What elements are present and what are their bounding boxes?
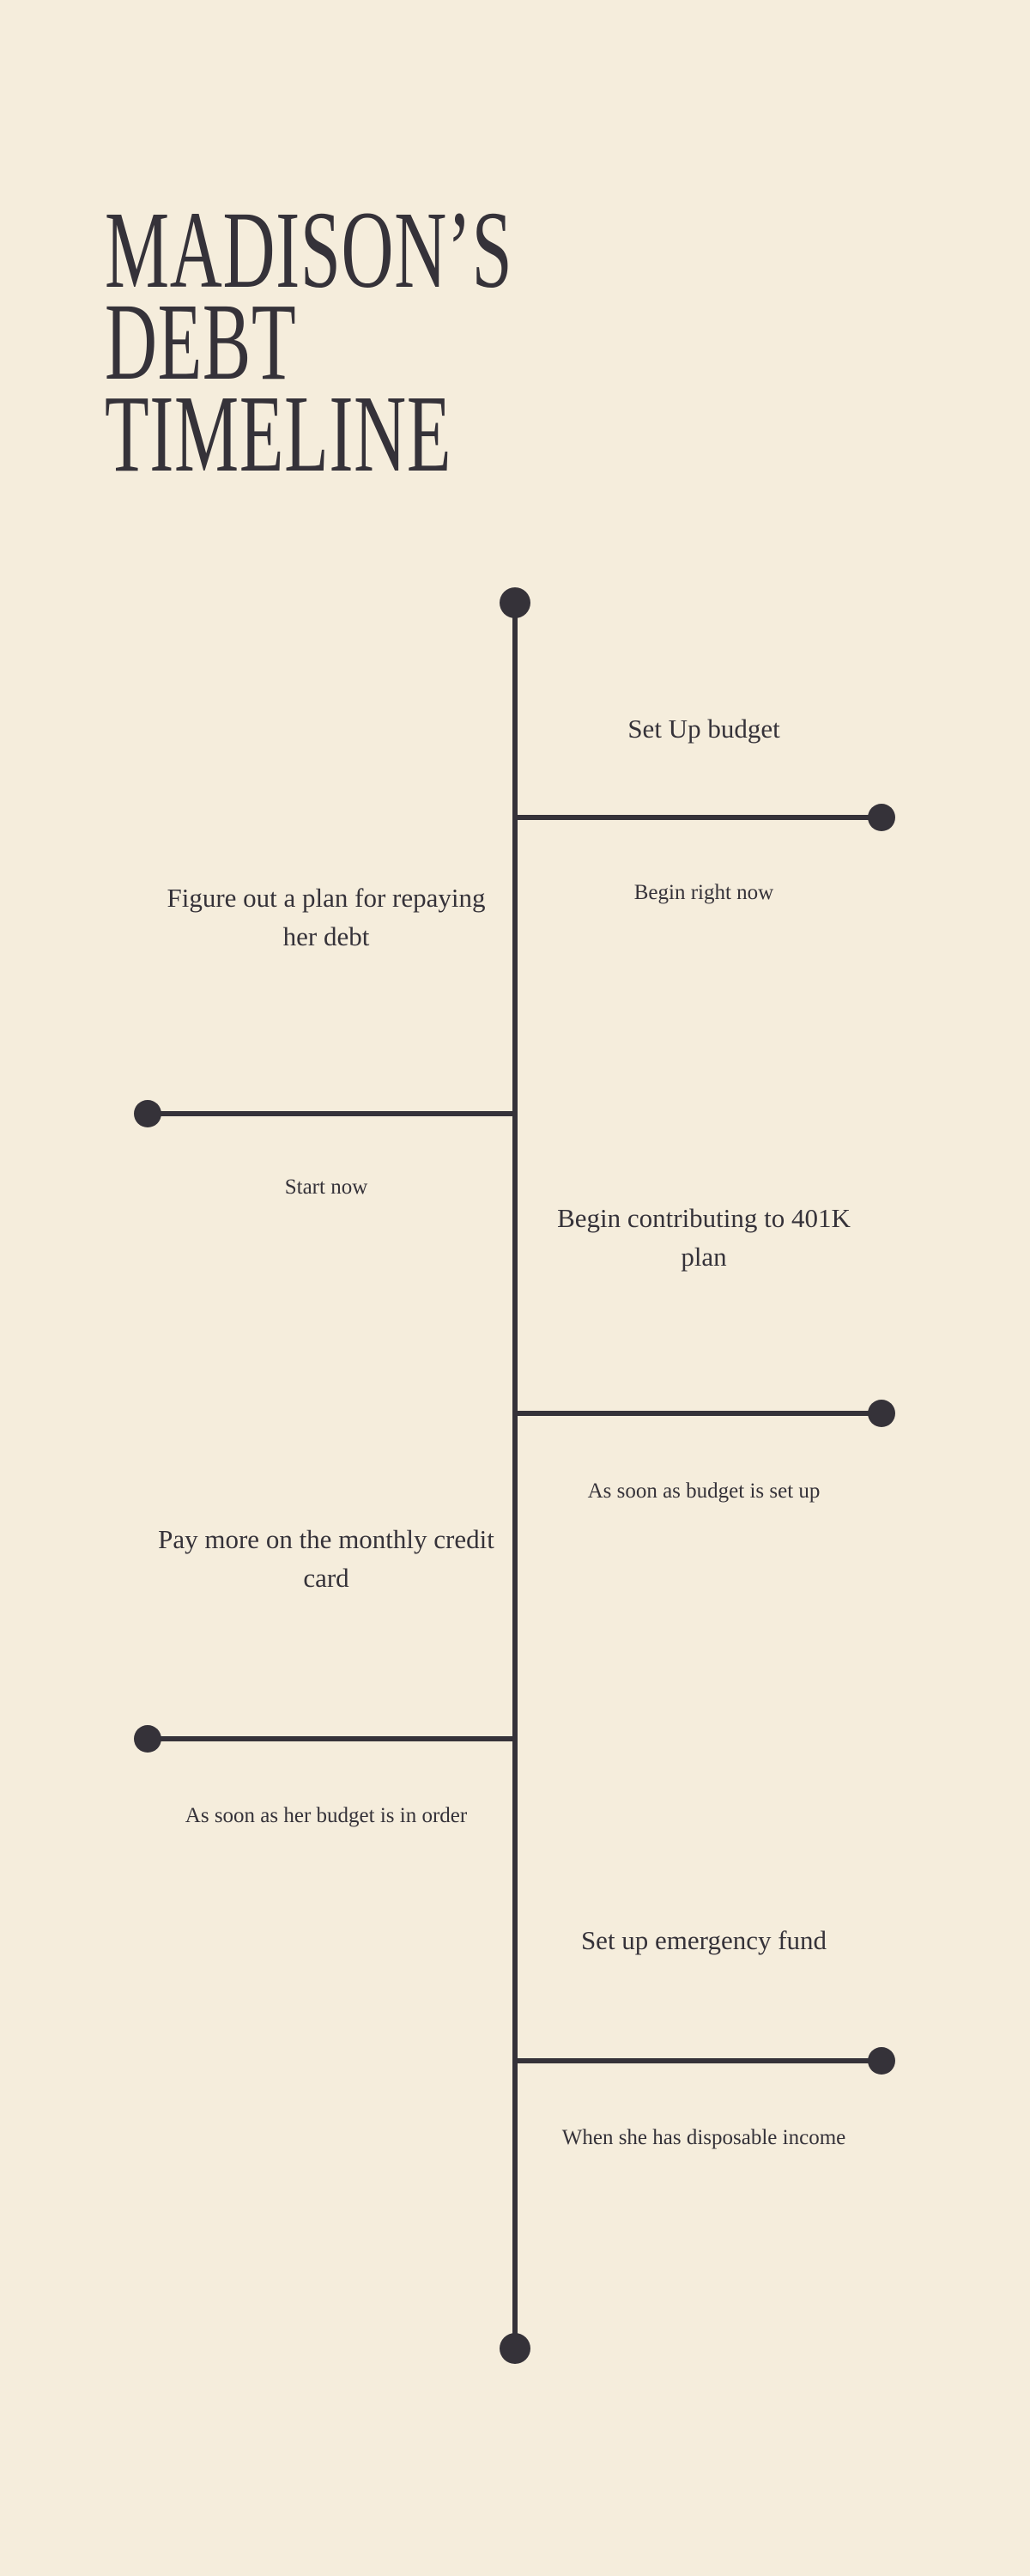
entry-branch-4 [148,1736,517,1741]
entry-subtitle-5: When she has disposable income [561,2126,846,2149]
entry-dot-2 [134,1100,161,1127]
entry-branch-1 [515,815,882,820]
entry-title-1: Set Up budget [627,714,780,744]
page-title: MADISON’S DEBT TIMELINE [105,189,757,495]
entry-dot-1 [868,804,895,831]
entry-title-4: Pay more on the monthly credit card [158,1524,494,1593]
title-line-3: TIMELINE [105,373,452,495]
entry-title-5: Set up emergency fund [580,1925,827,1955]
entry-subtitle-1: Begin right now [633,881,774,904]
entry-subtitle-4: As soon as her budget is in order [185,1804,468,1827]
title-line-1: MADISON’S [105,189,513,311]
entry-dot-3 [868,1400,895,1427]
entry-dot-4 [134,1725,161,1753]
entry-branch-3 [515,1411,882,1416]
entry-dot-5 [868,2047,895,2075]
entry-branch-5 [515,2058,882,2063]
entry-title-2: Figure out a plan for repaying her debt [167,883,486,951]
timeline-start-dot [500,587,530,618]
timeline-spine [512,603,518,2348]
timeline-end-dot [500,2333,530,2364]
title-line-2: DEBT [105,281,297,403]
entry-title-3: Begin contributing to 401K plan [557,1203,851,1272]
entry-subtitle-2: Start now [284,1176,368,1199]
entry-branch-2 [148,1111,517,1116]
entry-subtitle-3: As soon as budget is set up [587,1479,821,1503]
